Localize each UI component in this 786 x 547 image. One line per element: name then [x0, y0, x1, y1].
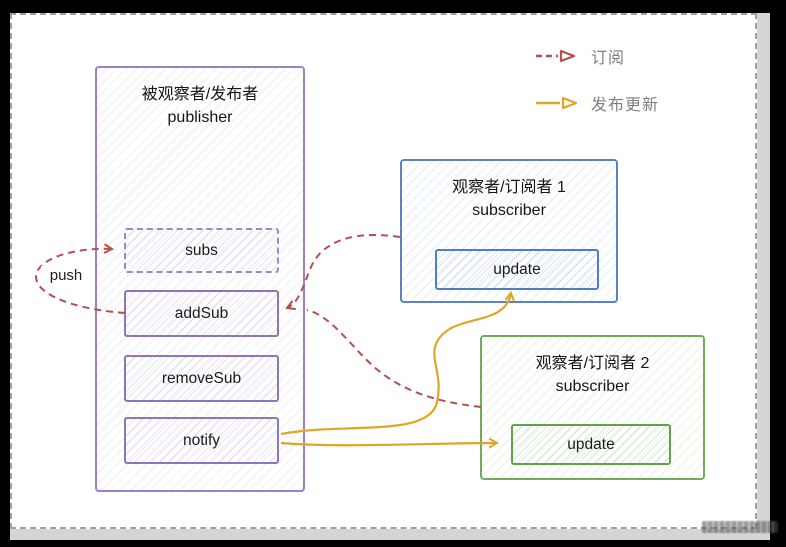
push-label: push [41, 266, 91, 285]
legend-row-subscribe: 订阅 [534, 44, 659, 68]
publisher-title-zh: 被观察者/发布者 [141, 86, 259, 103]
subscriber1-title-en: subscriber [472, 202, 546, 220]
subscriber2-box: 观察者/订阅者 2 subscriber update [480, 335, 705, 480]
legend-publish-label: 发布更新 [591, 97, 660, 114]
legend-row-publish: 发布更新 [534, 91, 659, 115]
publisher-box: 被观察者/发布者 publisher subs addSub removeSub… [95, 66, 305, 492]
subscriber2-title-zh: 观察者/订阅者 2 [535, 355, 650, 372]
subscriber1-box: 观察者/订阅者 1 subscriber update [400, 159, 618, 303]
subscriber2-update-method: update [511, 424, 671, 465]
legend: 订阅 发布更新 [534, 44, 659, 138]
method-addsub: addSub [124, 290, 279, 337]
publisher-title-en: publisher [167, 109, 233, 127]
method-notify: notify [124, 417, 279, 464]
watermark [702, 521, 778, 533]
method-subs: subs [124, 228, 279, 273]
publisher-title: 被观察者/发布者 publisher [97, 68, 303, 129]
subscriber1-update-method: update [435, 249, 599, 290]
subscriber1-title-zh: 观察者/订阅者 1 [452, 179, 566, 196]
method-removesub: removeSub [124, 355, 279, 402]
subscribe-arrow-icon [536, 49, 576, 63]
subscriber1-title: 观察者/订阅者 1 subscriber [402, 161, 616, 222]
publish-arrow-icon [536, 96, 578, 110]
subscriber2-title: 观察者/订阅者 2 subscriber [482, 337, 703, 398]
legend-subscribe-label: 订阅 [591, 50, 626, 67]
subscriber2-title-en: subscriber [555, 378, 630, 396]
